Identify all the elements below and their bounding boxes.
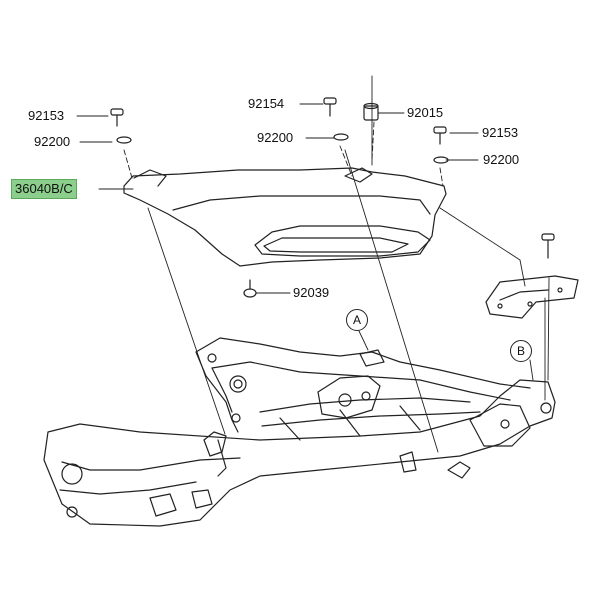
grommet-92039	[243, 279, 257, 298]
label-92200-right: 92200	[483, 152, 520, 167]
subframe	[43, 337, 556, 527]
side-cover-36040	[123, 167, 447, 267]
label-36040-highlighted: 36040B/C	[11, 179, 77, 199]
bolt-92153-right	[433, 126, 447, 145]
label-92153-right: 92153	[482, 125, 519, 140]
collar-92015	[363, 102, 379, 121]
label-92015: 92015	[407, 105, 444, 120]
leader-lines	[76, 75, 550, 453]
washer-92200-right	[433, 156, 449, 164]
rear-bracket	[485, 233, 579, 319]
callout-b: B	[510, 340, 532, 362]
callout-a: A	[346, 309, 368, 331]
washer-92200-mid	[333, 133, 349, 141]
label-92200-left: 92200	[34, 134, 71, 149]
bolt-92154	[323, 97, 337, 117]
label-92154: 92154	[248, 96, 285, 111]
label-92153-left: 92153	[28, 108, 65, 123]
bolt-92153-left	[110, 108, 124, 127]
washer-92200-left	[116, 136, 132, 144]
label-92200-mid: 92200	[257, 130, 294, 145]
label-92039: 92039	[293, 285, 330, 300]
